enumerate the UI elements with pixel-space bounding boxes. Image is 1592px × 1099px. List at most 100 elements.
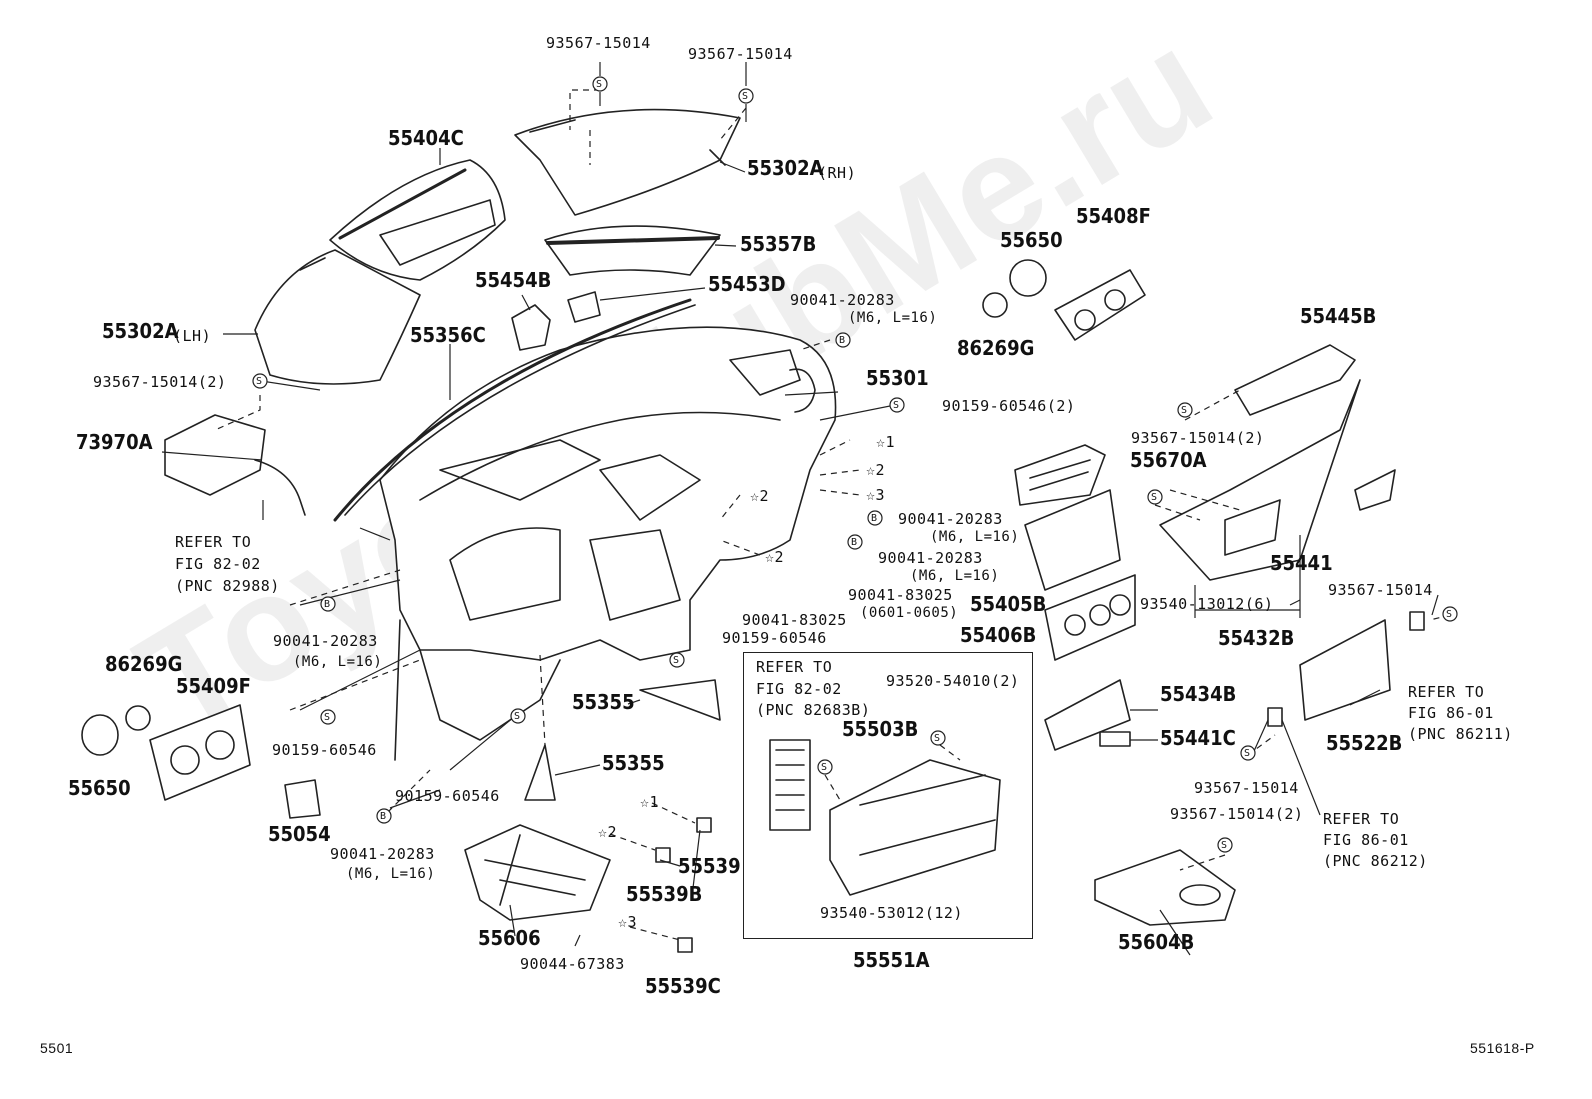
s-symbol [1217, 837, 1233, 853]
part-label-55670a: 55670A [1130, 448, 1207, 472]
refer-note-82988: (PNC 82988) [175, 577, 280, 595]
s-symbol [889, 397, 905, 413]
star-mark-2: ☆2 [866, 461, 886, 479]
s-symbol [1442, 606, 1458, 622]
part-label-90041-83025: 90041-83025 [848, 586, 953, 604]
star-mark-2: ☆2 [765, 548, 785, 566]
part-label-55409f: 55409F [176, 674, 251, 698]
refer-note-82988: REFER TO [175, 533, 252, 551]
part-label-55356c: 55356C [410, 323, 486, 347]
refer-note-82683b: FIG 82-02 [756, 680, 842, 698]
b-symbol [867, 510, 883, 526]
part-label-90159-60546-2: 90159-60546(2) [942, 397, 1076, 415]
glovebox-shape [829, 759, 1001, 896]
s-symbol [669, 652, 685, 668]
footer-figure-code: 551618-P [1470, 1040, 1535, 1056]
part-55054-shape [284, 779, 321, 819]
part-label-55539b: 55539B [626, 882, 703, 906]
s-symbol [1147, 489, 1163, 505]
s-symbol [252, 373, 268, 389]
refer-note-86212: FIG 86-01 [1323, 831, 1409, 849]
module-73970a-shape [164, 414, 266, 496]
spec-m6-l16: (M6, L=16) [293, 654, 383, 670]
console-55432b-shape [1159, 379, 1361, 581]
b-symbol-letter: B [380, 811, 387, 822]
s-symbol-letter: S [893, 400, 900, 411]
part-label-93520-54010-2: 93520-54010(2) [886, 672, 1020, 690]
spec-m6-l16: (M6, L=16) [930, 529, 1020, 545]
date-range: (0601-0605) [860, 605, 959, 621]
refer-note-86211: (PNC 86211) [1408, 725, 1513, 743]
part-label-55054: 55054 [268, 822, 331, 846]
clip-55539-shape [696, 817, 712, 833]
panel-55357b-shape [544, 225, 721, 276]
part-label-rh: (RH) [818, 164, 857, 182]
b-symbol [320, 596, 336, 612]
part-label-55503b: 55503B [842, 717, 919, 741]
vent-55670a-shape [1014, 444, 1106, 506]
s-symbol [738, 88, 754, 104]
s-symbol-letter: S [596, 79, 603, 90]
part-label-55302a-lh: 55302A [102, 319, 179, 343]
s-symbol-letter: S [1151, 492, 1158, 503]
pad-55453d-shape [567, 291, 601, 323]
s-symbol [592, 76, 608, 92]
s-symbol [1177, 402, 1193, 418]
clip-55539b-shape [655, 847, 671, 863]
refer-note-86211: REFER TO [1408, 683, 1485, 701]
trim-55445b-shape [1234, 344, 1356, 416]
part-label-55445b: 55445B [1300, 304, 1377, 328]
s-symbol [510, 708, 526, 724]
upper-panel-55404c-shape [329, 159, 506, 281]
star-mark-3: ☆3 [618, 913, 638, 931]
s-symbol-letter: S [821, 762, 828, 773]
tray-55604b-shape [1094, 849, 1236, 926]
b-symbol [376, 808, 392, 824]
part-label-55301: 55301 [866, 366, 929, 390]
star-mark-2: ☆2 [750, 487, 770, 505]
part-label-73970a: 73970A [76, 430, 153, 454]
s-symbol [817, 759, 833, 775]
part-label-90041-20283: 90041-20283 [878, 549, 983, 567]
part-label-55454b: 55454B [475, 268, 552, 292]
part-label-93567-15014: 93567-15014 [1328, 581, 1433, 599]
part-label-90041-20283: 90041-20283 [273, 632, 378, 650]
part-label-55453d: 55453D [708, 272, 786, 296]
part-label-93567-15014: 93567-15014 [1194, 779, 1299, 797]
refer-note-82683b: (PNC 82683B) [756, 701, 871, 719]
star-mark-3: ☆3 [866, 486, 886, 504]
bezel-55405b-shape [1024, 489, 1121, 591]
knob-86269ga-shape [125, 705, 151, 731]
b-symbol [835, 332, 851, 348]
part-label-90041-20283: 90041-20283 [898, 510, 1003, 528]
star-mark-1: ☆1 [640, 793, 660, 811]
part-label-90041-20283: 90041-20283 [790, 291, 895, 309]
b-symbol-letter: B [851, 537, 858, 548]
part-label-93567-15014-2: 93567-15014(2) [1131, 429, 1265, 447]
s-symbol-letter: S [934, 733, 941, 744]
glovebox-group-box [743, 652, 1033, 939]
part-label-55650: 55650 [68, 776, 131, 800]
part-label-55432b: 55432B [1218, 626, 1295, 650]
part-label-55650: 55650 [1000, 228, 1063, 252]
knob-86269gb-shape [982, 292, 1008, 318]
s-symbol-letter: S [256, 376, 263, 387]
lid-55441-shape [1354, 469, 1396, 511]
footer-page-code: 5501 [40, 1040, 74, 1056]
part-label-55539: 55539 [678, 854, 741, 878]
part-label-93567-15014-2: 93567-15014(2) [93, 373, 227, 391]
part-label-55404c: 55404C [388, 126, 464, 150]
part-label-55441: 55441 [1270, 551, 1333, 575]
panel-55355a-shape [639, 679, 721, 721]
panel-55606-shape [464, 824, 611, 921]
panel-55355b-shape [524, 744, 556, 801]
part-label-55355: 55355 [572, 690, 635, 714]
spec-m6-l16: (M6, L=16) [910, 568, 1000, 584]
part-label-55406b: 55406B [960, 623, 1037, 647]
frame-55522b-shape [1299, 619, 1391, 721]
part-label-90044-67383: 90044-67383 [520, 955, 625, 973]
star-mark-2: ☆2 [598, 823, 618, 841]
part-label-55302a-rh: 55302A [747, 156, 824, 180]
part-label-90041-83025: 90041-83025 [742, 611, 847, 629]
cap-55650a-shape [81, 714, 119, 756]
